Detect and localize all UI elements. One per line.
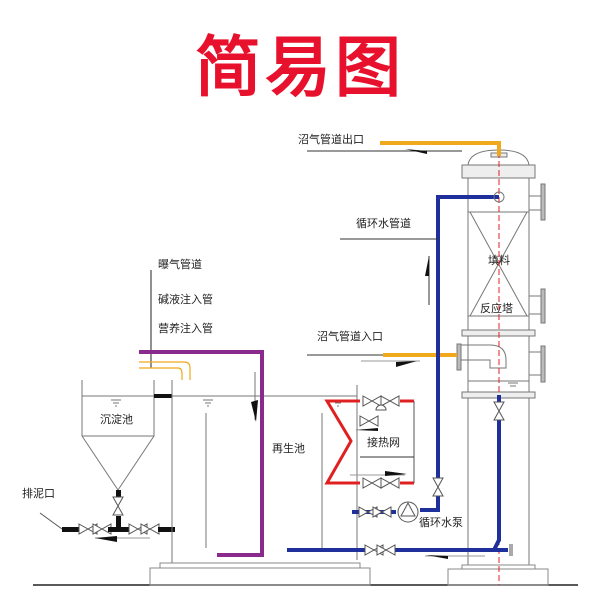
heat-exchanger-coil bbox=[324, 399, 360, 485]
diagram-title: 简易图 bbox=[195, 29, 405, 106]
tower-drain-pipe bbox=[287, 395, 501, 552]
sludge-outlet-label: 排泥口 bbox=[22, 486, 55, 500]
nutrient-injection-label: 营养注入管 bbox=[158, 321, 213, 335]
biogas-outlet-label: 沼气管道出口 bbox=[298, 132, 364, 146]
biogas-outlet-pipe bbox=[380, 141, 501, 156]
flow-arrow-down bbox=[251, 400, 258, 422]
dosing-pipe bbox=[139, 350, 264, 557]
alkali-injection-label: 碱液注入管 bbox=[158, 292, 213, 306]
sludge-pipe bbox=[39, 490, 175, 542]
alkali-injection-pipe bbox=[139, 361, 191, 380]
overflow-connector bbox=[154, 394, 172, 398]
heat-network-label: 接热网 bbox=[367, 436, 400, 449]
circulating-pump-icon bbox=[397, 501, 419, 523]
regeneration-tank-label: 再生池 bbox=[272, 441, 305, 455]
circulating-water-pipe-label: 循环水管道 bbox=[356, 216, 411, 230]
settling-tank-label: 沉淀池 bbox=[100, 412, 133, 426]
nutrient-injection-pipe bbox=[139, 367, 183, 380]
aeration-pipe-label: 曝气管道 bbox=[158, 257, 202, 271]
reaction-tower-label: 反应塔 bbox=[480, 301, 513, 315]
pump-valves bbox=[358, 506, 392, 518]
packing-label: 填料 bbox=[488, 253, 510, 267]
circulating-pump-label: 循环水泵 bbox=[419, 516, 463, 529]
heat-valves bbox=[359, 395, 400, 489]
biogas-inlet-label: 沼气管道入口 bbox=[317, 329, 383, 343]
